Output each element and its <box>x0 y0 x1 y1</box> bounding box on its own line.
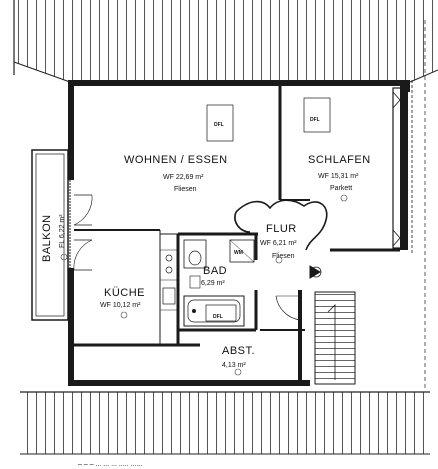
room-wohnen: WOHNEN / ESSEN WF 22,69 m² Fliesen DFL <box>124 122 228 193</box>
room-area: WF 22,69 m² <box>163 174 204 181</box>
roof-hatch-top <box>13 0 438 83</box>
room-name: BAD <box>203 265 227 277</box>
room-name: ABST. <box>222 345 255 357</box>
room-name: WOHNEN / ESSEN <box>124 154 228 166</box>
room-area: WF 6,21 m² <box>260 240 297 247</box>
window-label: DFL <box>310 117 320 123</box>
window-label: DFL <box>214 122 224 128</box>
room-material: Fliesen <box>272 253 295 260</box>
staircase <box>309 265 356 385</box>
room-name: FLUR <box>266 223 297 235</box>
room-material: Fliesen <box>174 186 197 193</box>
window-label: DFL <box>213 314 223 320</box>
fixture-label: WM <box>234 250 243 256</box>
room-area: 4,13 m² <box>222 362 246 369</box>
room-schlafen: SCHLAFEN WF 15,31 m² Parkett DFL <box>308 117 371 192</box>
dfl-windows <box>205 97 331 322</box>
room-name: SCHLAFEN <box>308 154 371 166</box>
room-flur: FLUR WF 6,21 m² Fliesen <box>260 223 297 260</box>
room-balkon: BALKON FL 6,22 m² <box>41 214 66 262</box>
dormer-right <box>392 20 426 390</box>
balcony <box>31 149 93 321</box>
room-area: WF 15,31 m² <box>318 173 359 180</box>
room-area: FL 6,22 m² <box>59 214 66 248</box>
room-kueche: KÜCHE WF 10,12 m² <box>100 287 145 309</box>
room-abst: ABST. 4,13 m² <box>222 345 255 369</box>
room-name: BALKON <box>41 214 53 262</box>
room-area: WF 10,12 m² <box>100 302 141 309</box>
room-area: 6,29 m² <box>201 280 225 287</box>
room-bad: BAD 6,29 m² DFL WM <box>201 250 243 320</box>
flur-curve <box>234 199 328 321</box>
outer-walls <box>68 80 410 386</box>
kitchen-counter <box>159 233 179 345</box>
footer-scribble: – – – ... ... ... ..... ...... <box>78 461 142 468</box>
room-material: Parkett <box>330 185 352 192</box>
room-markers <box>60 194 348 376</box>
room-name: KÜCHE <box>104 287 145 299</box>
bathroom-fixtures <box>183 239 255 327</box>
roof-hatch-bottom <box>20 391 430 455</box>
